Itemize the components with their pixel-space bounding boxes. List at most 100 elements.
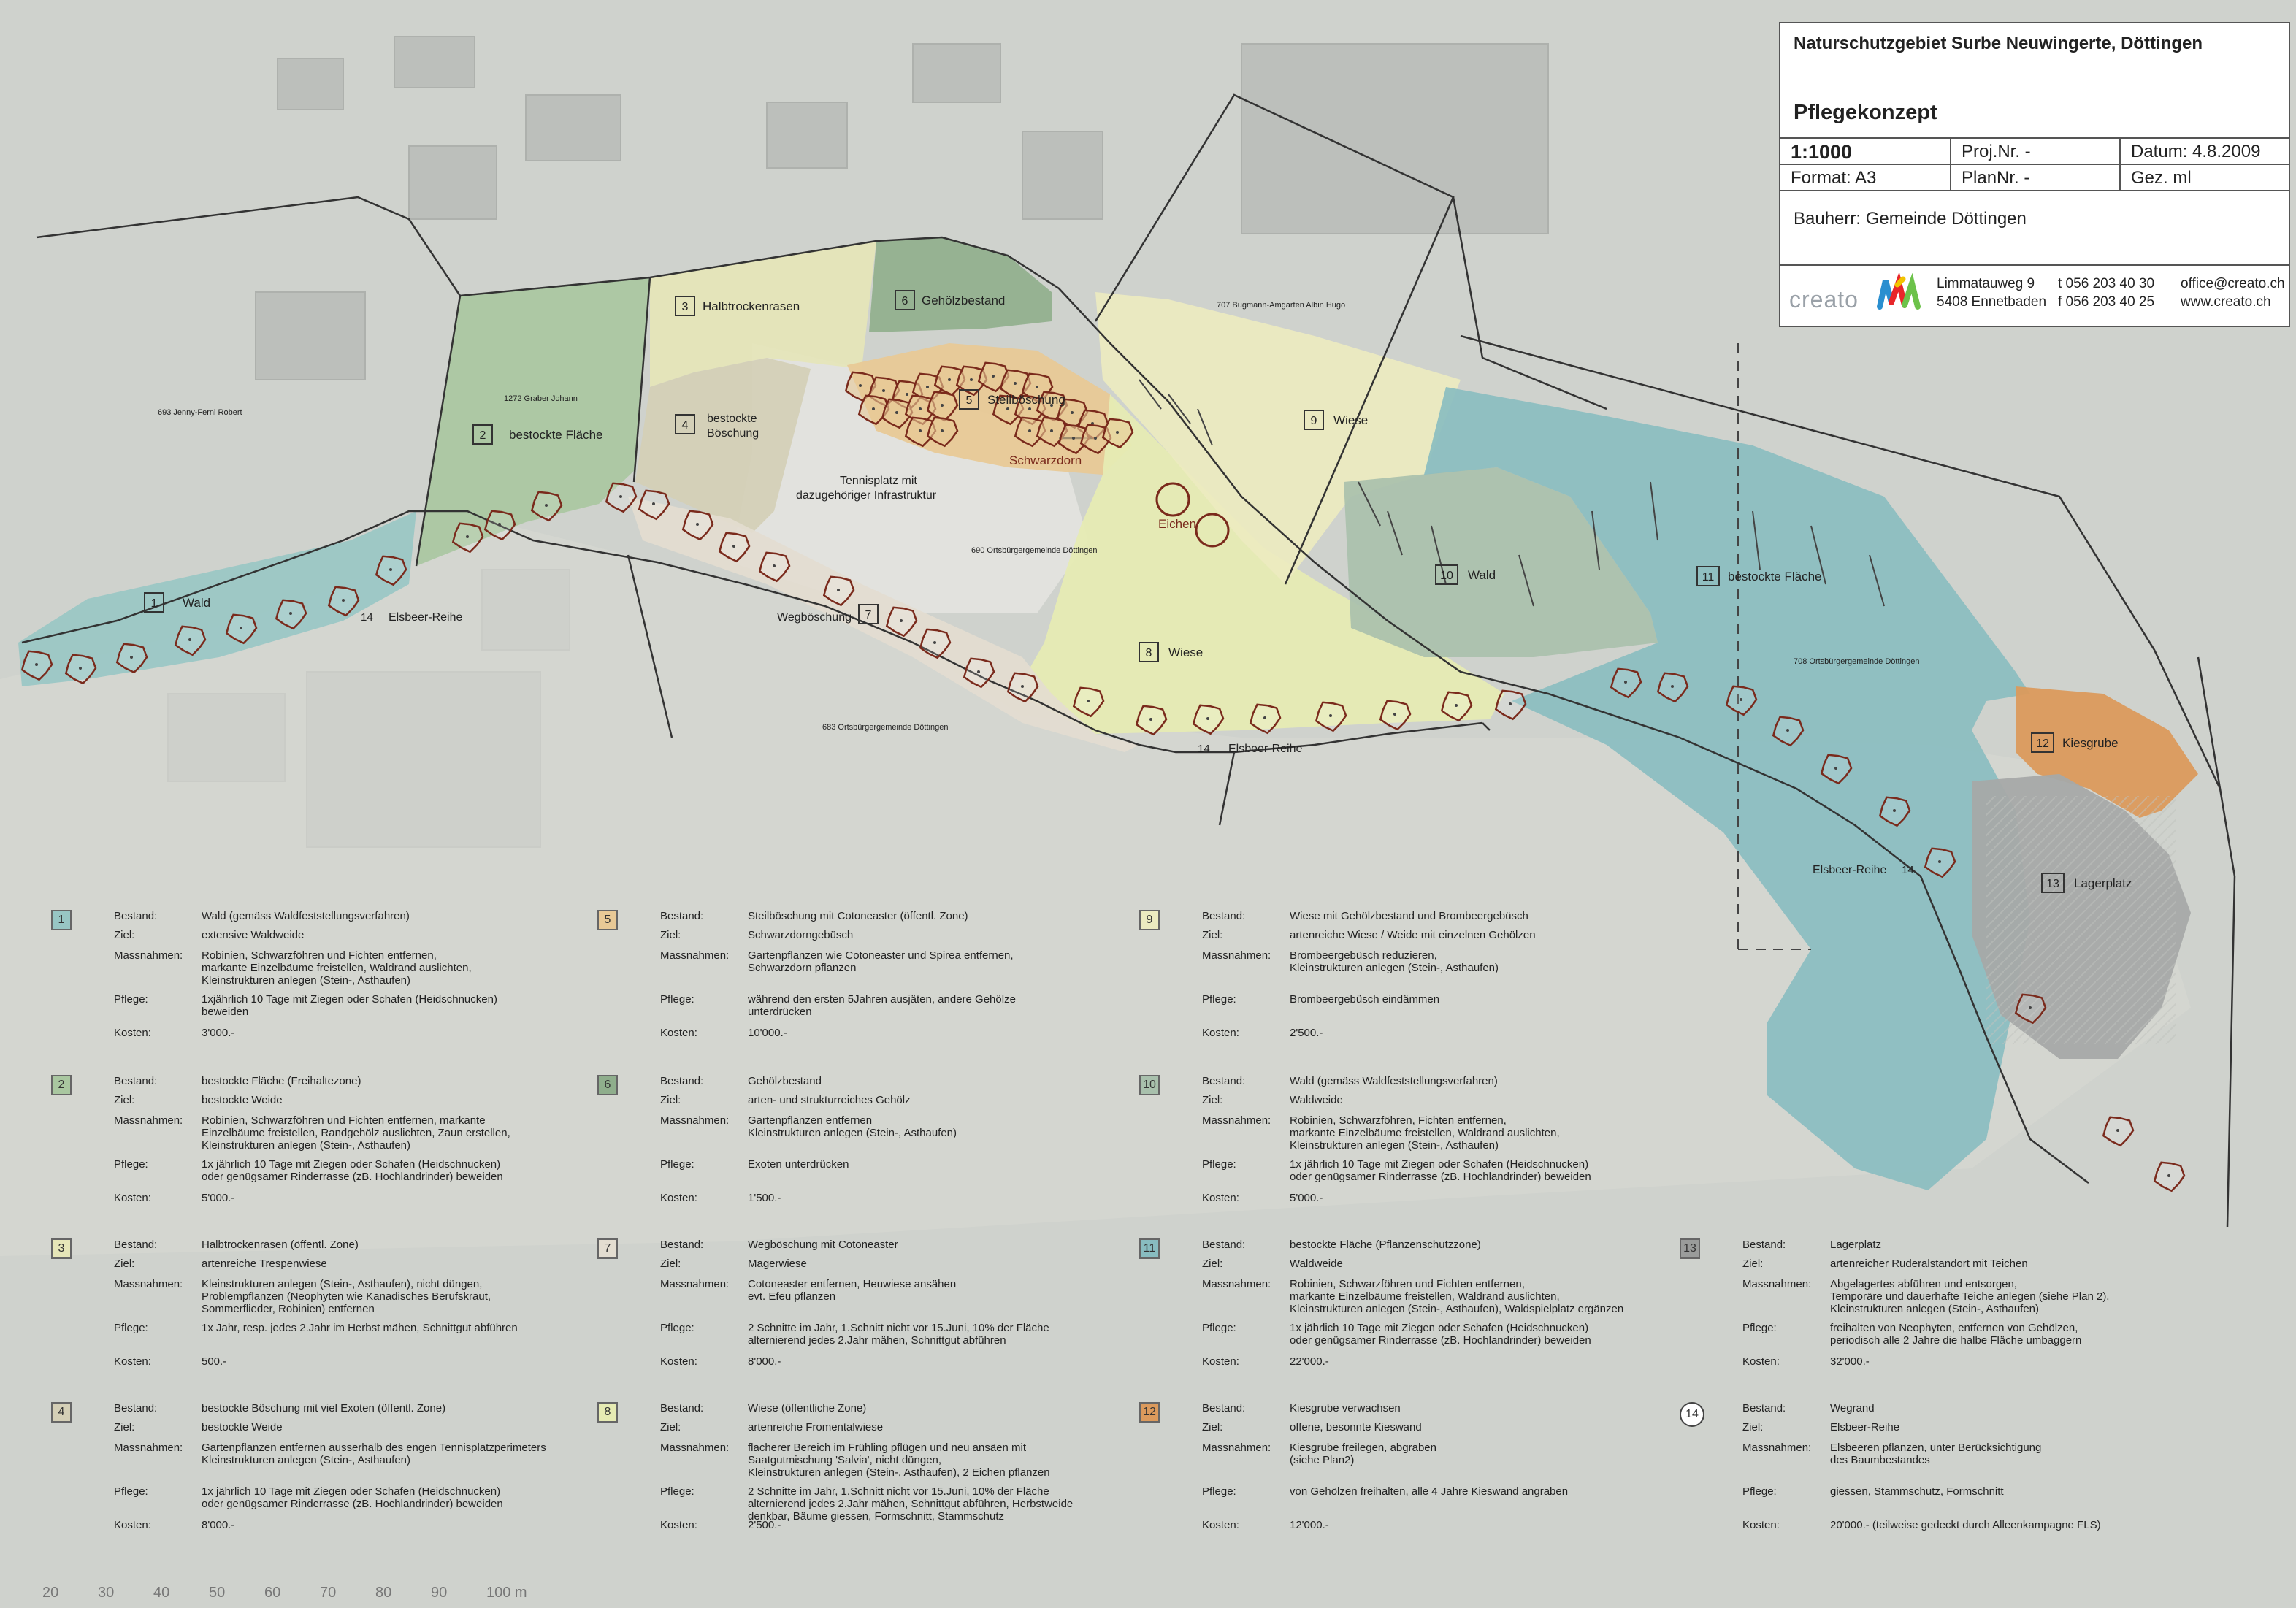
legend-pflege: 1x jährlich 10 Tage mit Ziegen oder Scha…	[1290, 1158, 1591, 1183]
tree-center	[941, 429, 944, 432]
legend-swatch: 13	[1680, 1238, 1700, 1259]
tree-center	[188, 638, 191, 641]
legend-key: Bestand:	[660, 1238, 704, 1251]
firm-address: Limmatauweg 9 5408 Ennetbaden	[1937, 276, 2047, 310]
svg-text:Wald: Wald	[183, 596, 210, 610]
legend-key: Kosten:	[1202, 1519, 1239, 1531]
svg-text:Gehölzbestand: Gehölzbestand	[922, 294, 1005, 307]
legend-key: Bestand:	[114, 910, 158, 922]
legend-key: Massnahmen:	[660, 1442, 730, 1454]
datum: Datum: 4.8.2009	[2119, 139, 2292, 165]
legend-key: Kosten:	[1202, 1192, 1239, 1204]
legend-key: Bestand:	[114, 1075, 158, 1087]
legend-bestand: Steilböschung mit Cotoneaster (öffentl. …	[748, 910, 968, 922]
legend-key: Bestand:	[1742, 1402, 1786, 1414]
svg-text:Elsbeer-Reihe: Elsbeer-Reihe	[1813, 864, 1886, 876]
legend-swatch: 11	[1139, 1238, 1160, 1259]
legend-bestand: Wiese (öffentliche Zone)	[748, 1402, 867, 1414]
legend-massnahmen: Kiesgrube freilegen, abgraben (siehe Pla…	[1290, 1442, 1436, 1466]
tree-center	[1028, 429, 1031, 432]
legend-key: Ziel:	[114, 1257, 135, 1270]
legend-key: Kosten:	[660, 1192, 697, 1204]
tree-center	[1050, 429, 1053, 432]
legend-key: Kosten:	[1742, 1355, 1780, 1368]
zone-7-wegboeschung	[628, 497, 1139, 752]
legend-ziel: bestockte Weide	[202, 1421, 283, 1433]
firm-website[interactable]: www.creato.ch	[2181, 294, 2271, 310]
legend-ziel: Magerwiese	[748, 1257, 807, 1270]
legend-pflege: von Gehölzen freihalten, alle 4 Jahre Ki…	[1290, 1485, 1569, 1498]
legend-key: Pflege:	[114, 1485, 148, 1498]
plan-nr: PlanNr. -	[1950, 165, 2119, 191]
legend-swatch: 2	[51, 1075, 72, 1095]
legend-pflege: Brombeergebüsch eindämmen	[1290, 993, 1440, 1006]
title-row-1: 1:1000 Proj.Nr. - Datum: 4.8.2009	[1780, 137, 2289, 165]
oak-symbol	[1155, 482, 1190, 517]
legend-key: Massnahmen:	[114, 1278, 183, 1290]
svg-text:Elsbeer-Reihe: Elsbeer-Reihe	[389, 611, 462, 624]
legend-key: Pflege:	[660, 1485, 694, 1498]
tree-center	[1021, 685, 1024, 688]
firm-email[interactable]: office@creato.ch	[2181, 276, 2285, 291]
tree-center	[1786, 729, 1789, 732]
legend-ziel: artenreiche Fromentalwiese	[748, 1421, 884, 1433]
legend-swatch: 12	[1139, 1402, 1160, 1423]
vegetation-strokes	[1139, 379, 1885, 607]
firm-row: creato Limmatauweg 9 5408 Ennetbaden t 0…	[1780, 264, 2289, 329]
legend-ziel: Waldweide	[1290, 1257, 1343, 1270]
legend-bestand: Wegböschung mit Cotoneaster	[748, 1238, 898, 1251]
legend-bestand: Wegrand	[1830, 1402, 1875, 1414]
legend-key: Ziel:	[1742, 1257, 1764, 1270]
tree-center	[941, 404, 944, 407]
legend-key: Bestand:	[1202, 1238, 1246, 1251]
legend-key: Massnahmen:	[1742, 1442, 1812, 1454]
legend-swatch: 8	[597, 1402, 618, 1423]
legend-kosten: 5'000.-	[1290, 1192, 1323, 1204]
legend-ziel: arten- und strukturreiches Gehölz	[748, 1094, 911, 1106]
tree-center	[1509, 702, 1512, 705]
legend-key: Bestand:	[1202, 1075, 1246, 1087]
tree-center	[1671, 685, 1674, 688]
tree-center	[919, 429, 922, 432]
tree-center	[933, 641, 936, 644]
legend-key: Pflege:	[1202, 1158, 1236, 1171]
svg-text:683 Ortsbürgergemeinde Dötting: 683 Ortsbürgergemeinde Döttingen	[822, 723, 948, 732]
legend-massnahmen: Robinien, Schwarzföhren, Fichten entfern…	[1290, 1114, 1560, 1152]
tree-center	[2029, 1006, 2032, 1009]
zone-12-kiesgrube	[2016, 686, 2198, 818]
legend-massnahmen: Elsbeeren pflanzen, unter Berücksichtigu…	[1830, 1442, 2042, 1466]
legend-key: Ziel:	[1202, 1257, 1223, 1270]
tree-center	[1094, 437, 1097, 440]
legend-bestand: Wiese mit Gehölzbestand und Brombeergebü…	[1290, 910, 1528, 922]
svg-text:Wiese: Wiese	[1168, 646, 1203, 659]
tree-center	[1149, 718, 1152, 721]
tree-center	[1834, 767, 1837, 770]
legend-kosten: 8'000.-	[748, 1355, 781, 1368]
legend-bestand: bestockte Fläche (Freihaltezone)	[202, 1075, 361, 1087]
legend-kosten: 12'000.-	[1290, 1519, 1329, 1531]
svg-text:Lagerplatz: Lagerplatz	[2074, 876, 2132, 890]
tree-center	[130, 656, 133, 659]
svg-text:bestockte Fläche: bestockte Fläche	[509, 428, 603, 442]
tree-center	[970, 378, 973, 381]
legend-key: Ziel:	[660, 929, 681, 941]
legend-bestand: Lagerplatz	[1830, 1238, 1882, 1251]
legend-pflege: 1x jährlich 10 Tage mit Ziegen oder Scha…	[1290, 1322, 1591, 1347]
zone-3-halbtrockenrasen	[650, 241, 876, 387]
svg-text:11: 11	[1702, 571, 1715, 583]
scale-tick-label: 20	[42, 1585, 59, 1601]
legend-bestand: Kiesgrube verwachsen	[1290, 1402, 1401, 1414]
legend-key: Ziel:	[1202, 1094, 1223, 1106]
tree-center	[389, 568, 392, 571]
tree-center	[1263, 716, 1266, 719]
legend-swatch: 5	[597, 910, 618, 930]
svg-text:690 Ortsbürgergemeinde Dötting: 690 Ortsbürgergemeinde Döttingen	[971, 546, 1097, 555]
legend-key: Massnahmen:	[1202, 1114, 1271, 1127]
legend-key: Pflege:	[1202, 993, 1236, 1006]
legend-massnahmen: Brombeergebüsch reduzieren, Kleinstruktu…	[1290, 949, 1499, 974]
legend-key: Kosten:	[1742, 1519, 1780, 1531]
legend-key: Pflege:	[114, 1158, 148, 1171]
